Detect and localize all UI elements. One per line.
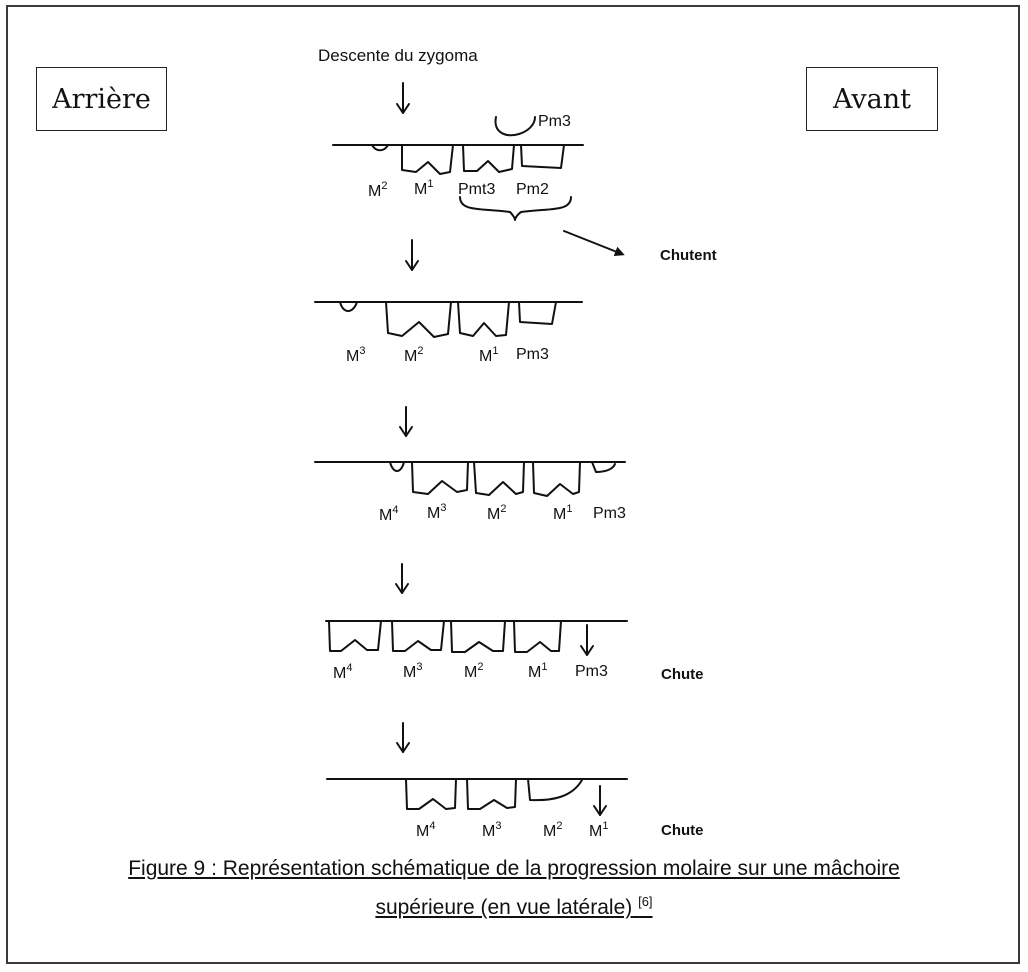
reference-number: [6]: [638, 894, 653, 909]
premolar-tooth: [518, 301, 557, 325]
down-arrow-icon: [580, 624, 594, 656]
tooth-label: Pmt3: [458, 181, 495, 198]
tooth-bud: [389, 461, 405, 472]
falling-note: Chute: [661, 666, 704, 683]
tooth-label: M1: [528, 661, 547, 681]
down-arrow-icon: [396, 82, 410, 114]
front-label: Avant: [833, 83, 911, 115]
molar-tooth: [411, 461, 469, 495]
molar-tooth: [466, 778, 517, 810]
tooth-label: M3: [403, 661, 422, 681]
down-arrow-icon: [396, 722, 410, 753]
tooth-label: Pm3: [593, 505, 626, 522]
tooth-label: Pm3: [575, 663, 608, 680]
tooth-label: M2: [543, 820, 562, 840]
molar-tooth: [385, 301, 452, 338]
tooth-label: M1: [479, 345, 498, 365]
molar-tooth: [391, 620, 445, 652]
stage-2: [314, 301, 583, 338]
tooth-label: M4: [416, 820, 435, 840]
tooth-bud: [339, 301, 358, 312]
premolar-tooth: [520, 144, 565, 169]
right-arrow-icon: [563, 230, 625, 257]
molar-tooth: [405, 778, 457, 810]
tooth-label: M2: [368, 180, 387, 200]
tooth-label: M1: [414, 178, 433, 198]
molar-tooth: [532, 461, 581, 497]
tooth-label: M2: [464, 661, 483, 681]
molar-tooth: [328, 620, 382, 652]
tooth-label: M1: [553, 503, 572, 523]
figure-caption: Figure 9 : Représentation schématique de…: [0, 852, 1028, 924]
molar-tooth: [401, 144, 454, 175]
molar-tooth: [513, 620, 562, 653]
tooth-bud: [371, 144, 389, 152]
down-arrow-icon: [399, 406, 413, 437]
tooth-label: M2: [404, 345, 423, 365]
tooth-label: M4: [379, 504, 398, 524]
caption-line-2: supérieure (en vue latérale) [6]: [375, 894, 653, 919]
premolar-tooth: [462, 144, 515, 173]
front-label-box: Avant: [806, 67, 938, 131]
brace: [459, 196, 572, 221]
stage-1: [332, 116, 625, 257]
down-arrow-icon: [395, 563, 409, 594]
caption-line-1: Figure 9 : Représentation schématique de…: [128, 857, 900, 880]
falling-note: Chutent: [660, 247, 717, 264]
tooth-label: M3: [346, 345, 365, 365]
stage-5: [326, 778, 628, 816]
stage-4: [325, 620, 628, 656]
erupting-premolar: [494, 116, 536, 137]
back-label-box: Arrière: [36, 67, 167, 131]
tooth-label: M1: [589, 820, 608, 840]
tooth-label: Pm3: [516, 346, 549, 363]
tooth-label: M3: [427, 502, 446, 522]
tooth-label: M4: [333, 662, 352, 682]
molar-tooth: [473, 461, 525, 496]
tooth-label: Pm3: [538, 113, 571, 130]
premolar-tooth: [591, 461, 616, 473]
molar-tooth: [527, 778, 583, 802]
tooth-label: Pm2: [516, 181, 549, 198]
molar-tooth: [450, 620, 506, 653]
down-arrow-icon: [593, 785, 607, 816]
falling-note: Chute: [661, 822, 704, 839]
top-label: Descente du zygoma: [318, 46, 478, 65]
tooth-label: M3: [482, 820, 501, 840]
molar-tooth: [457, 301, 510, 337]
back-label: Arrière: [52, 83, 151, 115]
tooth-label: M2: [487, 503, 506, 523]
down-arrow-icon: [405, 239, 419, 271]
stage-3: [314, 461, 626, 497]
